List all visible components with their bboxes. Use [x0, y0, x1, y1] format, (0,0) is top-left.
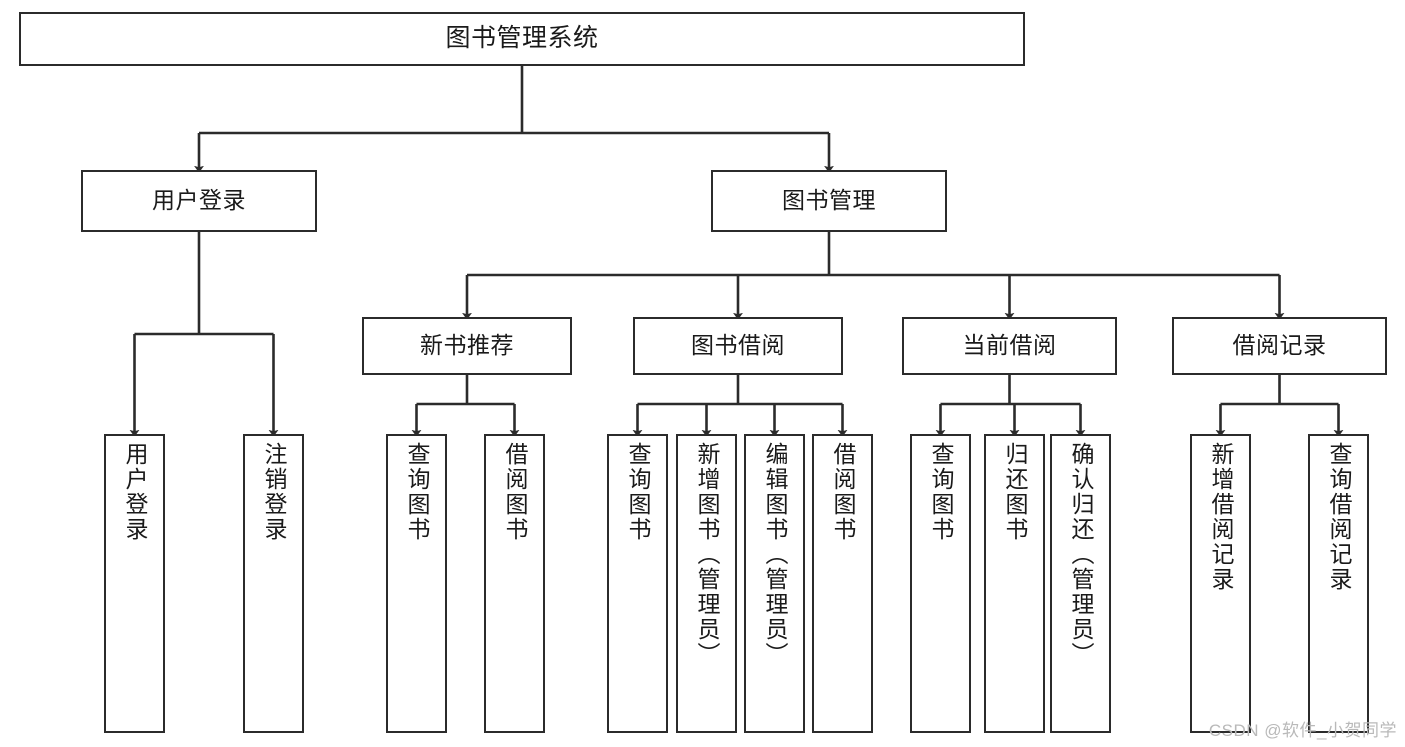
- node-leaf_borrow_book_2[interactable]: 借阅图书: [812, 434, 873, 733]
- node-current_borrow[interactable]: 当前借阅: [902, 317, 1117, 375]
- node-label-leaf_user_login: 用户登录: [122, 442, 148, 542]
- node-leaf_borrow_book_1[interactable]: 借阅图书: [484, 434, 545, 733]
- node-book_manage[interactable]: 图书管理: [711, 170, 947, 232]
- node-label-book_borrow: 图书借阅: [691, 332, 785, 359]
- node-label-leaf_query_book_3: 查询图书: [928, 442, 954, 542]
- node-leaf_return_book[interactable]: 归还图书: [984, 434, 1045, 733]
- node-leaf_query_book_3[interactable]: 查询图书: [910, 434, 971, 733]
- node-leaf_user_login[interactable]: 用户登录: [104, 434, 165, 733]
- node-borrow_record[interactable]: 借阅记录: [1172, 317, 1387, 375]
- node-label-user_login: 用户登录: [152, 187, 246, 214]
- node-leaf_query_book_1[interactable]: 查询图书: [386, 434, 447, 733]
- node-leaf_user_logout[interactable]: 注销登录: [243, 434, 304, 733]
- node-label-leaf_query_book_1: 查询图书: [404, 442, 430, 542]
- node-user_login[interactable]: 用户登录: [81, 170, 317, 232]
- node-leaf_add_record[interactable]: 新增借阅记录: [1190, 434, 1251, 733]
- node-label-root: 图书管理系统: [445, 24, 599, 53]
- node-label-leaf_query_record: 查询借阅记录: [1326, 442, 1352, 592]
- node-label-leaf_query_book_2: 查询图书: [625, 442, 651, 542]
- node-root[interactable]: 图书管理系统: [19, 12, 1025, 66]
- node-new_book_rec[interactable]: 新书推荐: [362, 317, 572, 375]
- node-leaf_confirm_return[interactable]: 确认归还（管理员）: [1050, 434, 1111, 733]
- node-label-leaf_add_record: 新增借阅记录: [1208, 442, 1234, 592]
- node-label-borrow_record: 借阅记录: [1232, 332, 1327, 359]
- node-label-leaf_add_book: 新增图书（管理员）: [694, 442, 720, 667]
- edges-group: [129, 66, 1344, 437]
- node-label-leaf_borrow_book_1: 借阅图书: [502, 442, 528, 542]
- node-leaf_query_book_2[interactable]: 查询图书: [607, 434, 668, 733]
- node-label-leaf_confirm_return: 确认归还（管理员）: [1068, 442, 1094, 667]
- node-label-leaf_user_logout: 注销登录: [261, 442, 287, 542]
- node-book_borrow[interactable]: 图书借阅: [633, 317, 843, 375]
- node-leaf_add_book[interactable]: 新增图书（管理员）: [676, 434, 737, 733]
- node-label-leaf_edit_book: 编辑图书（管理员）: [762, 442, 788, 667]
- node-label-leaf_borrow_book_2: 借阅图书: [830, 442, 856, 542]
- node-label-new_book_rec: 新书推荐: [420, 332, 514, 359]
- node-leaf_edit_book[interactable]: 编辑图书（管理员）: [744, 434, 805, 733]
- node-label-current_borrow: 当前借阅: [962, 332, 1057, 359]
- node-label-book_manage: 图书管理: [782, 187, 876, 214]
- watermark-label: CSDN @软件_小贺同学: [1208, 721, 1397, 740]
- node-label-leaf_return_book: 归还图书: [1002, 442, 1028, 542]
- node-leaf_query_record[interactable]: 查询借阅记录: [1308, 434, 1369, 733]
